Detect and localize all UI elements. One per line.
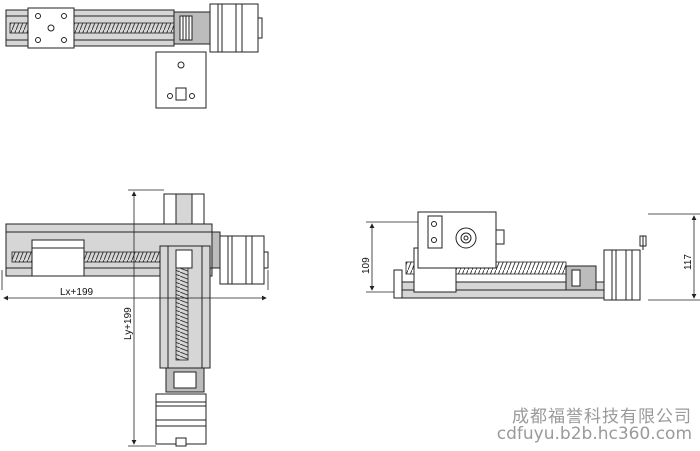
plan-view-top (5, 3, 263, 109)
dim-lx-label: Lx+199 (60, 287, 94, 298)
dim-109-label: 109 (361, 257, 372, 274)
watermark-company: 成都福誉科技有限公司 (512, 407, 692, 427)
xy-assembly-view (1, 189, 269, 447)
dim-ly-label: Ly+199 (123, 307, 134, 340)
side-elevation-view (366, 211, 700, 301)
watermark-url: cdfuyu.b2b.hc360.com (496, 424, 692, 444)
dim-117-label: 117 (683, 254, 694, 270)
